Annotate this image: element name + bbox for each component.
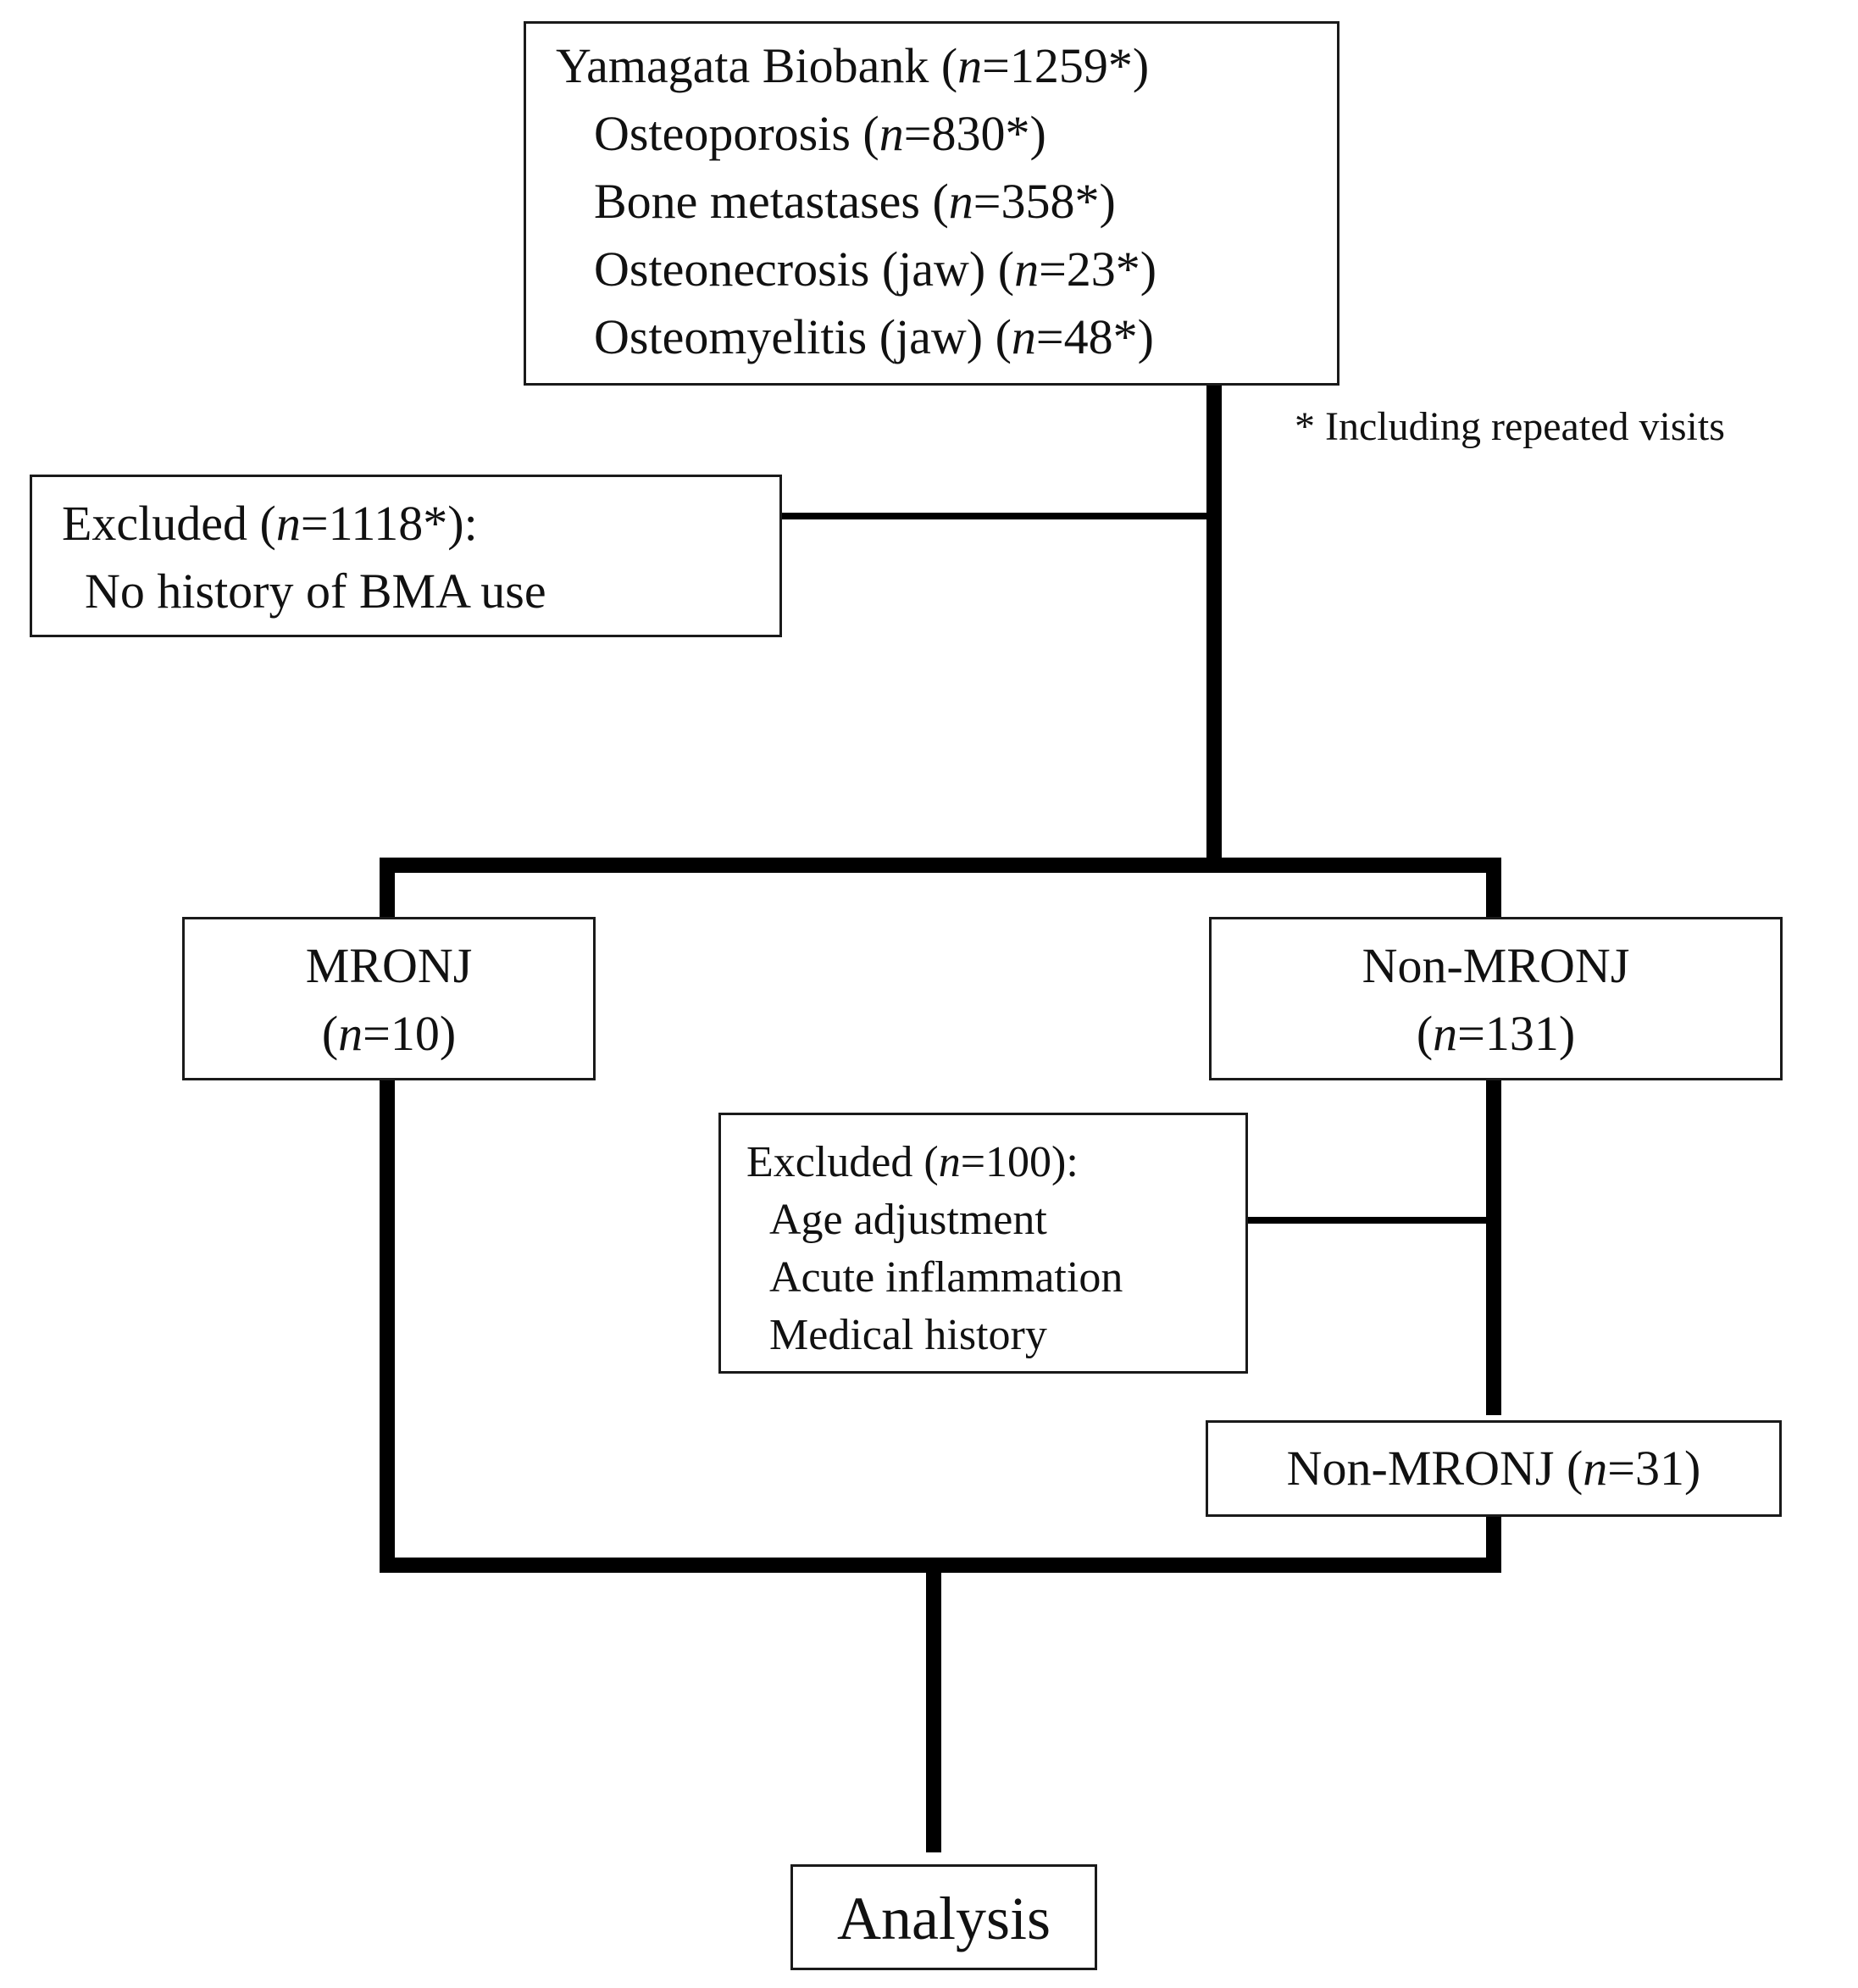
excluded-second-heading: Excluded (n=100):: [746, 1138, 1079, 1186]
connector-non-mronj-down: [1486, 1072, 1501, 1415]
excluded-second-reason: Medical history: [769, 1311, 1047, 1359]
n-symbol: n: [275, 496, 301, 551]
excluded-first-n: 1118*: [328, 496, 448, 551]
non-mronj-final-label: Non-MRONJ: [1286, 1441, 1555, 1496]
n-symbol: n: [879, 106, 904, 161]
connector-analysis-down: [926, 1558, 941, 1852]
excluded-first-label: Excluded: [62, 496, 248, 551]
footnote: * Including repeated visits: [1295, 404, 1725, 449]
connector-excluded-first: [779, 513, 1207, 519]
mronj-count: (n=10): [321, 1006, 457, 1061]
analysis-label: Analysis: [837, 1885, 1051, 1952]
excluded-second-suffix: :: [1066, 1138, 1079, 1186]
excluded-first-reason: No history of BMA use: [85, 564, 546, 619]
analysis-box: Analysis: [790, 1864, 1097, 1970]
non-mronj-final-n: 31: [1635, 1441, 1685, 1496]
source-title: Yamagata Biobank (n=1259*): [556, 38, 1150, 93]
n-symbol: n: [1433, 1006, 1458, 1061]
connector-source-down: [1206, 381, 1222, 866]
non-mronj-final-box: Non-MRONJ (n=31): [1206, 1420, 1782, 1517]
source-item-n: 23*: [1066, 242, 1140, 297]
non-mronj-n: 131: [1484, 1006, 1559, 1061]
source-item: Osteoporosis (n=830*): [594, 106, 1046, 161]
n-symbol: n: [957, 38, 983, 93]
source-item: Bone metastases (n=358*): [594, 174, 1116, 229]
mronj-label: MRONJ: [305, 938, 473, 993]
excluded-second-reason: Age adjustment: [769, 1196, 1047, 1244]
n-symbol: n: [1583, 1441, 1608, 1496]
excluded-second-n: 100: [985, 1138, 1052, 1186]
n-symbol: n: [1011, 309, 1036, 364]
non-mronj-label: Non-MRONJ: [1362, 938, 1630, 993]
mronj-box: MRONJ (n=10): [182, 917, 596, 1080]
source-item-label: Osteoporosis: [594, 106, 851, 161]
n-symbol: n: [1014, 242, 1040, 297]
source-item-n: 48*: [1063, 309, 1138, 364]
mronj-n: 10: [390, 1006, 440, 1061]
connector-split-left: [380, 858, 395, 917]
source-item-n: 358*: [1001, 174, 1100, 229]
source-item-label: Osteomyelitis (jaw): [594, 309, 984, 364]
connector-final-down: [1486, 1513, 1501, 1572]
source-box: Yamagata Biobank (n=1259*) Osteoporosis …: [524, 21, 1339, 386]
excluded-second-box: Excluded (n=100): Age adjustment Acute i…: [718, 1113, 1248, 1374]
source-item: Osteonecrosis (jaw) (n=23*): [594, 242, 1157, 297]
source-item-n: 830*: [931, 106, 1030, 161]
excluded-first-box: Excluded (n=1118*): No history of BMA us…: [30, 475, 782, 637]
non-mronj-box: Non-MRONJ (n=131): [1209, 917, 1783, 1080]
connector-split-right: [1486, 858, 1501, 917]
source-item-label: Bone metastases: [594, 174, 920, 229]
non-mronj-count: (n=131): [1416, 1006, 1576, 1061]
n-symbol: n: [338, 1006, 363, 1061]
non-mronj-final-text: Non-MRONJ (n=31): [1286, 1441, 1701, 1496]
excluded-first-heading: Excluded (n=1118*):: [62, 496, 478, 551]
source-title-n: 1259*: [1009, 38, 1133, 93]
n-symbol: n: [948, 174, 973, 229]
excluded-first-suffix: :: [463, 496, 478, 551]
connector-split-horizontal: [380, 858, 1501, 873]
connector-excluded-second: [1245, 1217, 1487, 1224]
excluded-second-reason: Acute inflammation: [769, 1253, 1123, 1302]
source-title-label: Yamagata Biobank: [556, 38, 929, 93]
source-item-label: Osteonecrosis (jaw): [594, 242, 986, 297]
connector-mronj-down: [380, 1072, 395, 1572]
source-item: Osteomyelitis (jaw) (n=48*): [594, 309, 1154, 364]
n-symbol: n: [938, 1138, 961, 1186]
excluded-second-label: Excluded: [746, 1138, 913, 1186]
